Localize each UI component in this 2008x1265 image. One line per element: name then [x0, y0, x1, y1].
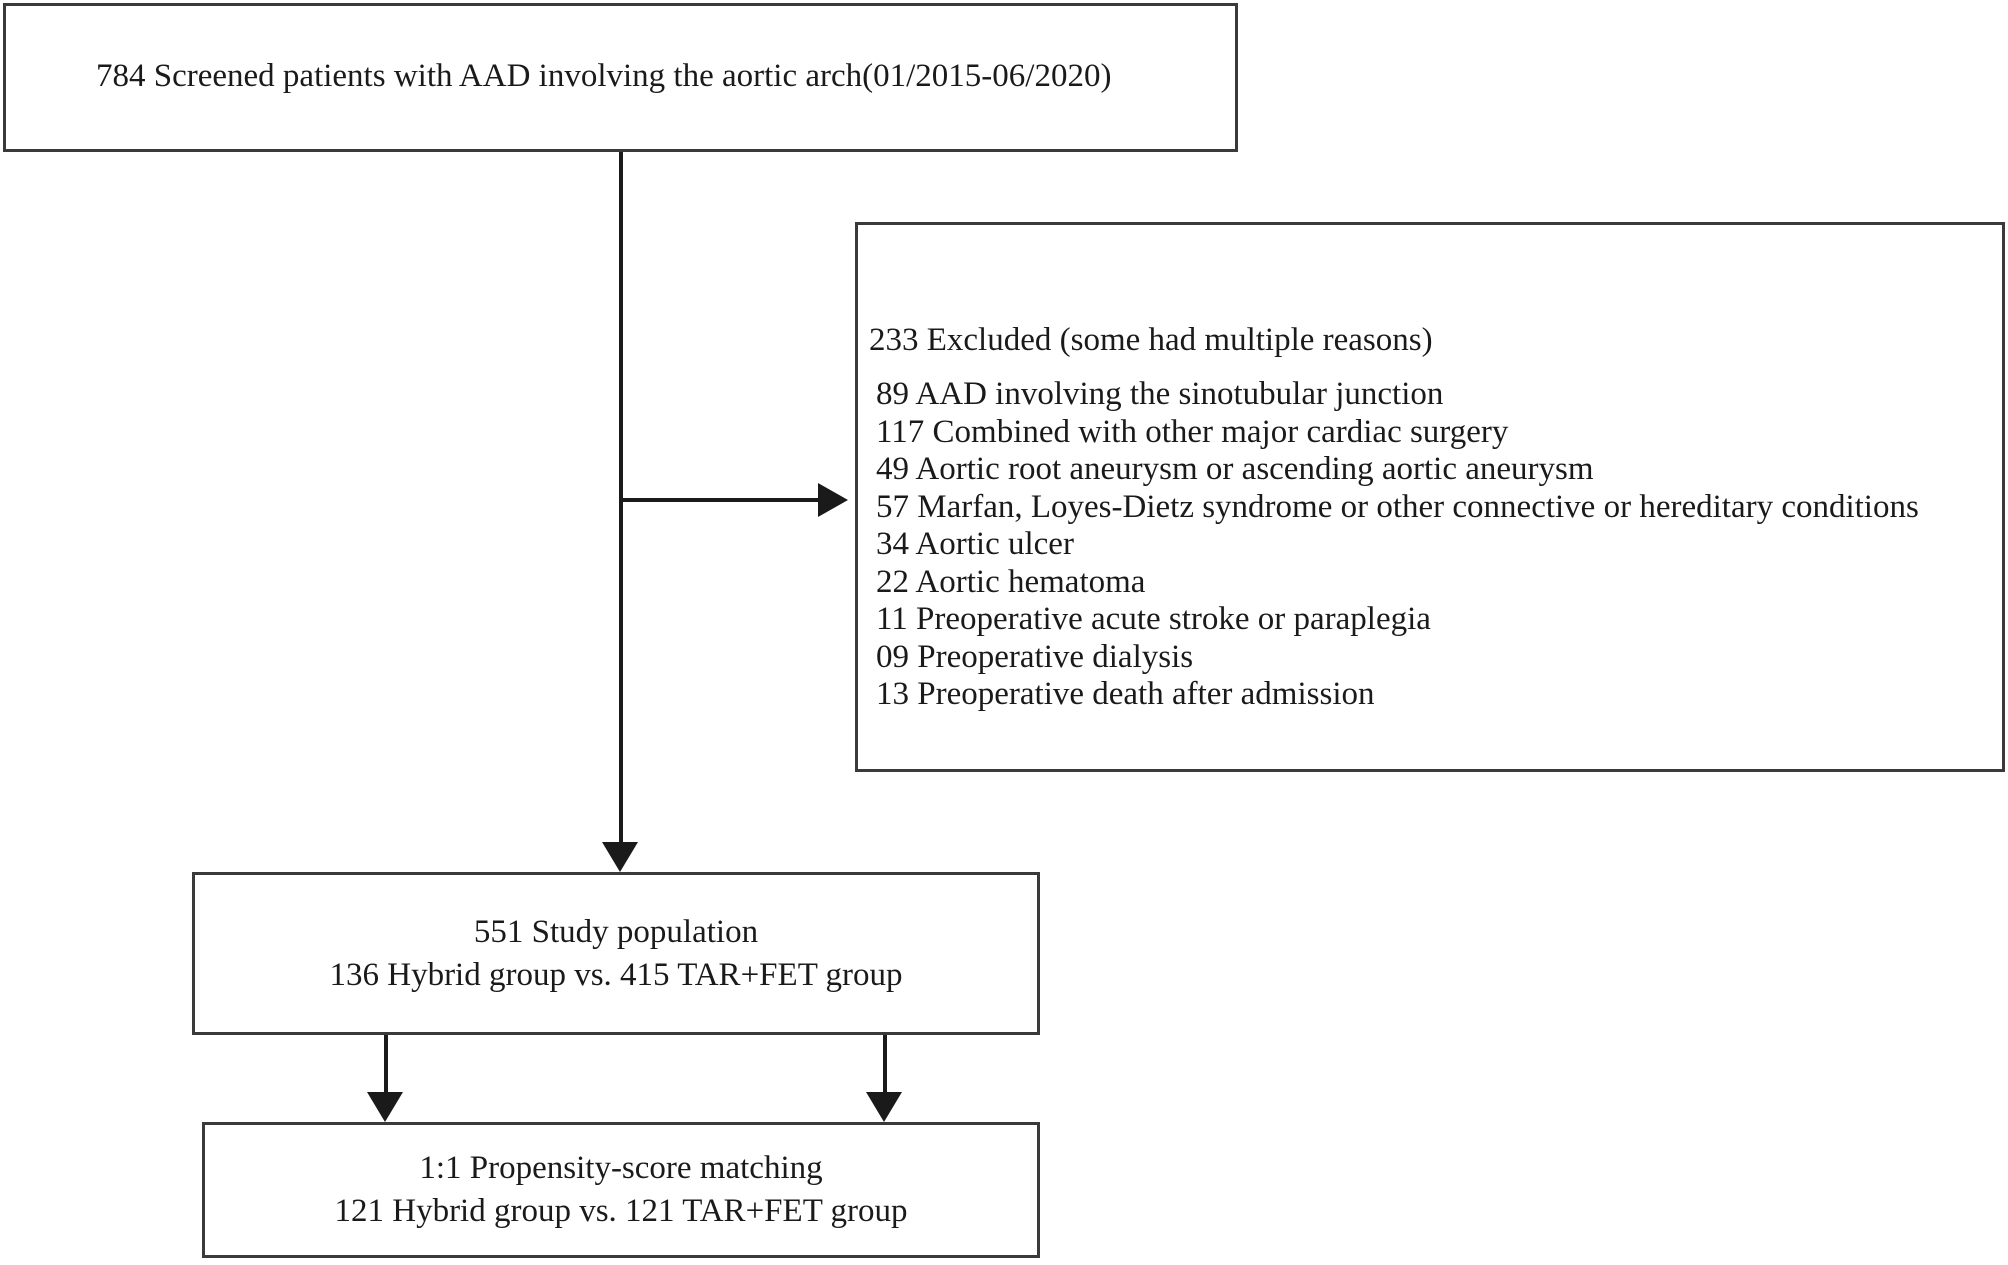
arrow-right-to-excluded-box [818, 483, 848, 517]
matching-line-1: 1:1 Propensity-score matching [419, 1150, 823, 1186]
connector-right-vertical-line [883, 1035, 887, 1094]
study-population-text: 551 Study population 136 Hybrid group vs… [195, 911, 1037, 997]
exclusion-reason-item: 11 Preoperative acute stroke or parapleg… [876, 601, 1431, 637]
study-population-line-2: 136 Hybrid group vs. 415 TAR+FET group [329, 956, 903, 993]
screened-patients-label: 784 Screened patients with AAD involving… [96, 58, 1112, 94]
study-population-line-1: 551 Study population [473, 913, 759, 950]
matching-line-2: 121 Hybrid group vs. 121 TAR+FET group [334, 1193, 908, 1229]
exclusion-reason-item: 117 Combined with other major cardiac su… [876, 413, 1509, 450]
connector-left-vertical-line [384, 1035, 388, 1094]
screened-patients-box: 784 Screened patients with AAD involving… [3, 3, 1238, 152]
arrow-down-left-to-matching [367, 1092, 403, 1122]
exclusion-reason-item: 34 Aortic ulcer [876, 526, 1074, 562]
exclusion-reason-item: 13 Preoperative death after admission [876, 676, 1375, 712]
exclusion-reason-list: 89 AAD involving the sinotubular junctio… [876, 376, 1919, 714]
exclusion-reason-item: 49 Aortic root aneurysm or ascending aor… [876, 451, 1594, 487]
study-population-box: 551 Study population 136 Hybrid group vs… [192, 872, 1040, 1035]
arrow-down-right-to-matching [866, 1092, 902, 1122]
matching-text: 1:1 Propensity-score matching 121 Hybrid… [205, 1147, 1037, 1233]
exclusion-reason-item: 22 Aortic hematoma [876, 563, 1146, 600]
excluded-patients-box: 233 Excluded (some had multiple reasons)… [855, 222, 2005, 772]
propensity-score-matching-box: 1:1 Propensity-score matching 121 Hybrid… [202, 1122, 1040, 1258]
exclusion-reason-item: 57 Marfan, Loyes-Dietz syndrome or other… [876, 488, 1919, 525]
exclusion-reason-item: 89 AAD involving the sinotubular junctio… [876, 376, 1444, 412]
connector-branch-horizontal-line [621, 498, 821, 502]
exclusion-reason-item: 09 Preoperative dialysis [876, 638, 1194, 675]
excluded-header-label: 233 Excluded (some had multiple reasons) [869, 322, 1433, 358]
arrow-down-to-study-population [602, 842, 638, 872]
